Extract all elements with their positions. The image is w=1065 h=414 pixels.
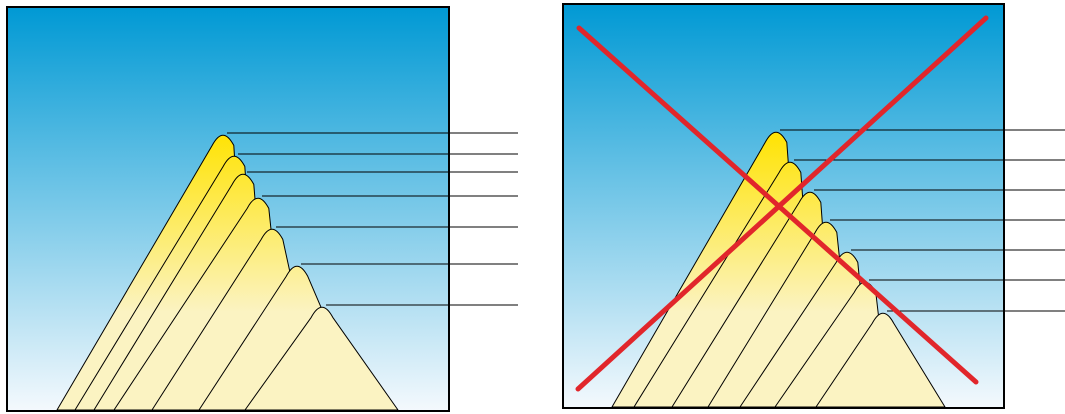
leader-lines-right: [780, 129, 1065, 312]
layer-7: [244, 306, 399, 411]
layer-stack-right: [611, 131, 946, 408]
panel-right: [562, 3, 1065, 409]
cross-out-mark: [575, 15, 989, 392]
layer-stack-left: [56, 134, 399, 411]
layer-7: [815, 312, 946, 408]
panel-left: [6, 6, 518, 412]
cross-stroke-2: [575, 15, 989, 392]
leader-lines-left: [227, 132, 518, 306]
